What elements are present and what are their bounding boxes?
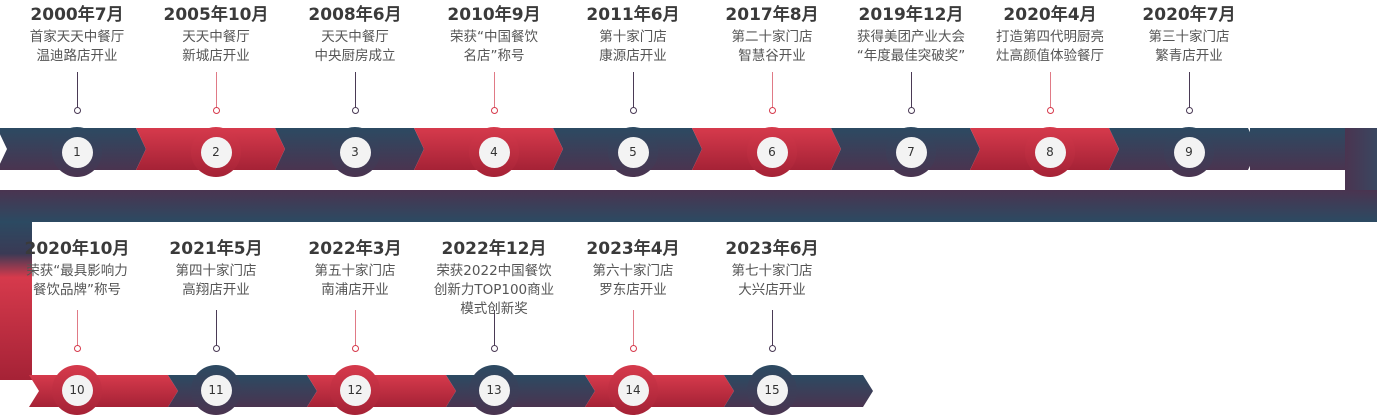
milestone-node: 13 [469,365,519,415]
milestone-date: 2011年6月 [586,5,680,25]
return-band [0,190,1377,222]
milestone-stem [769,310,776,352]
milestone-date: 2023年6月 [725,239,819,259]
milestone-number: 10 [61,374,93,406]
milestone-label: 2023年6月第七十家门店 大兴店开业 [697,234,847,300]
milestone-description: 荣获2022中国餐饮 创新力TOP100商业 模式创新奖 [433,263,555,317]
milestone-date: 2020年7月 [1142,5,1236,25]
milestone-label: 2019年12月获得美团产业大会 “年度最佳突破奖” [836,0,986,66]
milestone-description: 第三十家门店 繁青店开业 [1148,29,1230,64]
milestone-date: 2017年8月 [725,5,819,25]
milestone-date: 2022年12月 [441,239,547,259]
milestone-stem [630,310,637,352]
milestone-number: 14 [617,374,649,406]
milestone-description: 第四十家门店 高翔店开业 [175,263,257,298]
milestone-label: 2017年8月第二十家门店 智慧谷开业 [697,0,847,66]
milestone-node: 5 [608,127,658,177]
milestone-stem [1047,72,1054,114]
milestone-node: 4 [469,127,519,177]
milestone-node: 8 [1025,127,1075,177]
milestone-number: 5 [617,136,649,168]
milestone-number: 12 [339,374,371,406]
milestone-number: 9 [1173,136,1205,168]
milestone-number: 13 [478,374,510,406]
milestone-label: 2023年4月第六十家门店 罗东店开业 [558,234,708,300]
milestone-description: 第二十家门店 智慧谷开业 [731,29,813,64]
milestone-description: 第五十家门店 南浦店开业 [314,263,396,298]
milestone-stem [213,310,220,352]
milestone-date: 2020年4月 [1003,5,1097,25]
milestone-node: 14 [608,365,658,415]
milestone-label: 2005年10月天天中餐厅 新城店开业 [141,0,291,66]
milestone-stem [1186,72,1193,114]
left-connector [0,222,32,380]
milestone-date: 2010年9月 [447,5,541,25]
milestone-label: 2020年10月荣获“最具影响力 餐饮品牌”称号 [2,234,152,300]
milestone-label: 2020年4月打造第四代明厨亮 灶高颜值体验餐厅 [975,0,1125,66]
milestone-number: 7 [895,136,927,168]
milestone-number: 3 [339,136,371,168]
milestone-node: 2 [191,127,241,177]
milestone-node: 3 [330,127,380,177]
milestone-date: 2021年5月 [169,239,263,259]
milestone-description: 荣获“最具影响力 餐饮品牌”称号 [26,263,128,298]
milestone-date: 2019年12月 [858,5,964,25]
milestone-node: 7 [886,127,936,177]
milestone-date: 2008年6月 [308,5,402,25]
milestone-node: 6 [747,127,797,177]
milestone-node: 9 [1164,127,1214,177]
milestone-stem [491,72,498,114]
milestone-node: 11 [191,365,241,415]
milestone-stem [630,72,637,114]
milestone-date: 2022年3月 [308,239,402,259]
milestone-description: 首家天天中餐厅 温迪路店开业 [29,29,125,64]
milestone-description: 荣获“中国餐饮 名店”称号 [450,29,538,64]
milestone-node: 12 [330,365,380,415]
milestone-date: 2023年4月 [586,239,680,259]
milestone-description: 天天中餐厅 新城店开业 [182,29,250,64]
milestone-label: 2011年6月第十家门店 康源店开业 [558,0,708,66]
milestone-number: 2 [200,136,232,168]
milestone-stem [74,72,81,114]
milestone-label: 2021年5月第四十家门店 高翔店开业 [141,234,291,300]
milestone-label: 2000年7月首家天天中餐厅 温迪路店开业 [2,0,152,66]
milestone-number: 1 [61,136,93,168]
milestone-stem [352,72,359,114]
top-band-tail [1250,128,1347,170]
milestone-description: 第七十家门店 大兴店开业 [731,263,813,298]
milestone-date: 2005年10月 [163,5,269,25]
milestone-node: 10 [52,365,102,415]
milestone-description: 获得美团产业大会 “年度最佳突破奖” [856,29,966,64]
milestone-stem [352,310,359,352]
milestone-number: 11 [200,374,232,406]
milestone-stem [491,310,498,352]
milestone-label: 2022年3月第五十家门店 南浦店开业 [280,234,430,300]
milestone-date: 2000年7月 [30,5,124,25]
milestone-description: 第六十家门店 罗东店开业 [592,263,674,298]
milestone-stem [213,72,220,114]
milestone-description: 第十家门店 康源店开业 [599,29,667,64]
milestone-number: 8 [1034,136,1066,168]
milestone-label: 2008年6月天天中餐厅 中央厨房成立 [280,0,430,66]
milestone-label: 2022年12月荣获2022中国餐饮 创新力TOP100商业 模式创新奖 [419,234,569,319]
milestone-label: 2010年9月荣获“中国餐饮 名店”称号 [419,0,569,66]
milestone-node: 1 [52,127,102,177]
milestone-date: 2020年10月 [24,239,130,259]
milestone-node: 15 [747,365,797,415]
milestone-number: 6 [756,136,788,168]
milestone-label: 2020年7月第三十家门店 繁青店开业 [1114,0,1264,66]
milestone-stem [769,72,776,114]
milestone-stem [74,310,81,352]
milestone-number: 15 [756,374,788,406]
milestone-description: 天天中餐厅 中央厨房成立 [314,29,396,64]
milestone-number: 4 [478,136,510,168]
milestone-description: 打造第四代明厨亮 灶高颜值体验餐厅 [996,29,1104,64]
milestone-stem [908,72,915,114]
